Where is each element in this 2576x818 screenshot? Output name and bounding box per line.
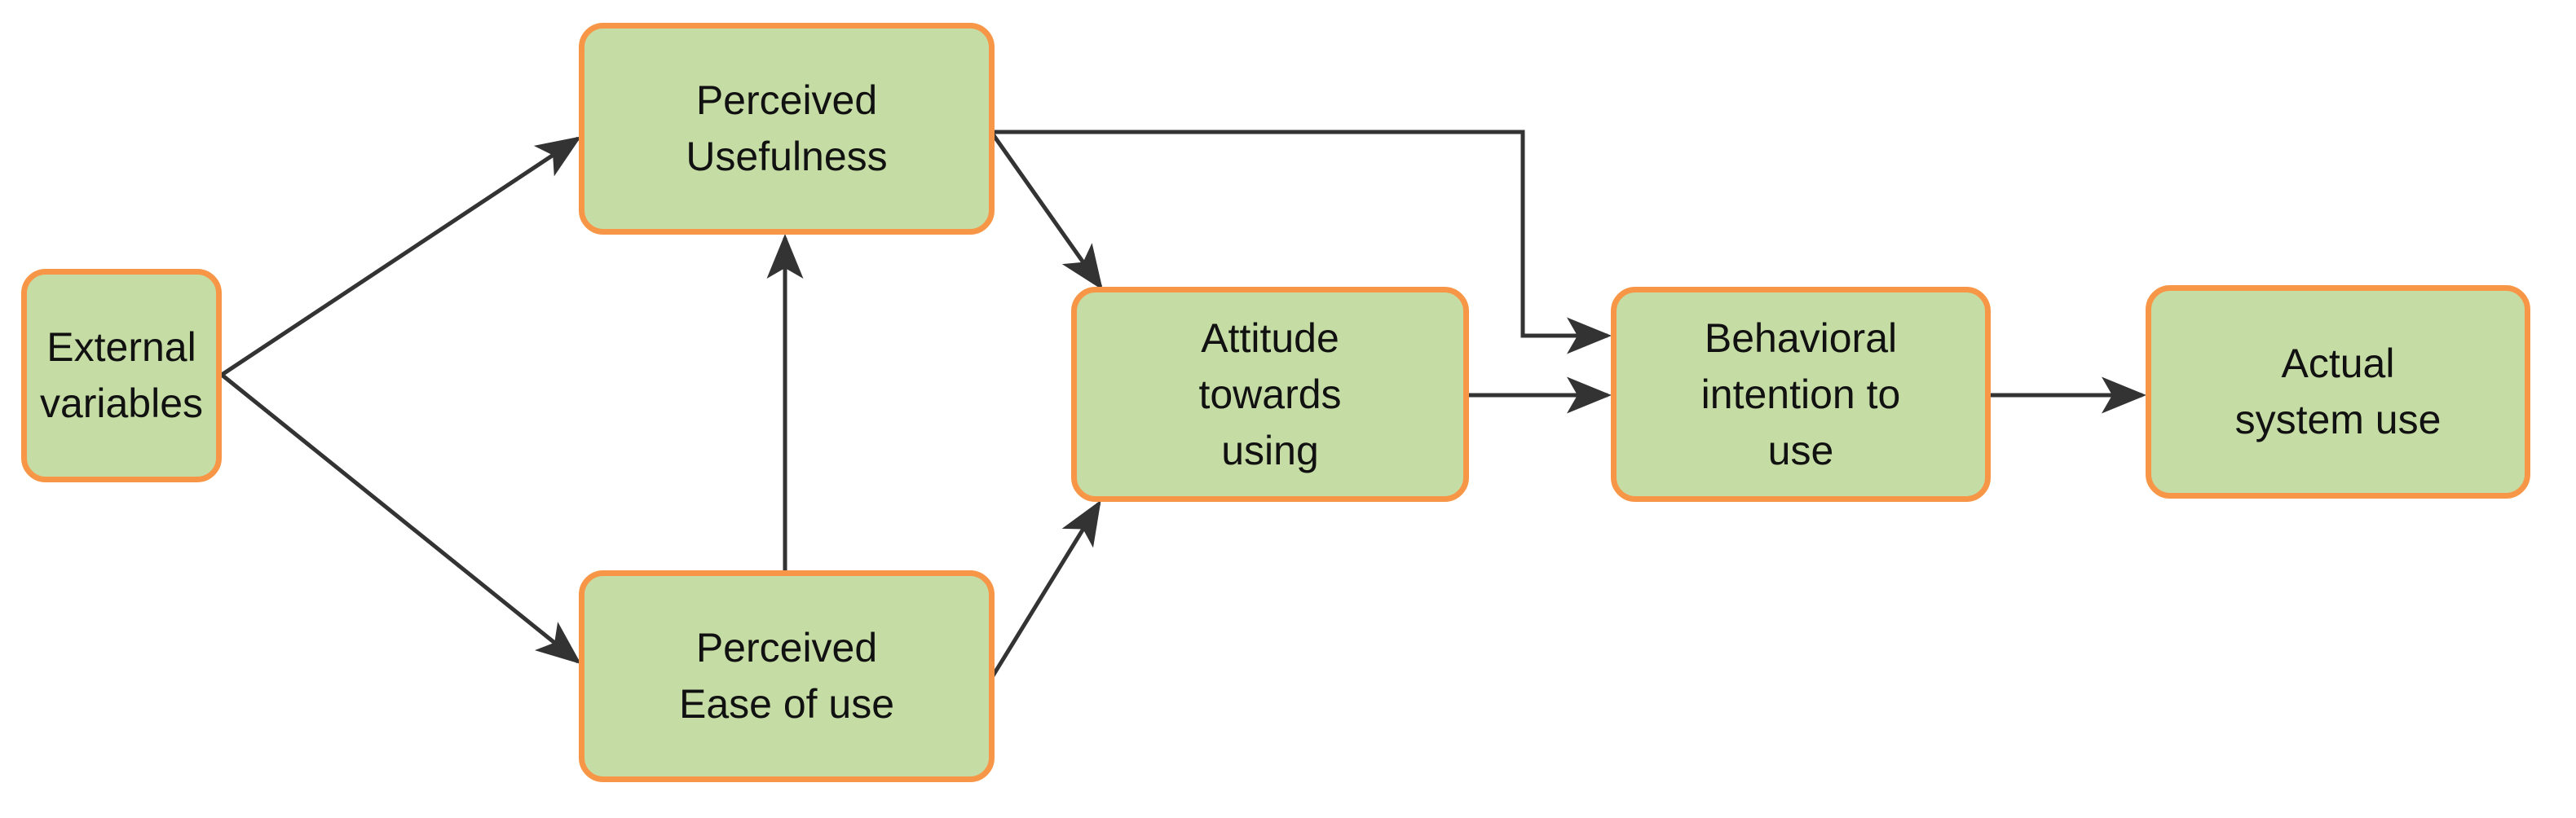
edge-ease-to-attitude	[987, 499, 1101, 683]
node-label-attitude-towards-using: Attitude towards using	[1198, 314, 1342, 473]
node-label-actual-system-use: Actual system use	[2234, 341, 2441, 442]
edge-external-to-usefulness	[220, 136, 582, 377]
edge-usefulness-to-attitude	[989, 130, 1103, 291]
node-perceived-ease-of-use[interactable]: Perceived Ease of use	[579, 570, 995, 782]
node-external-variables[interactable]: External variables	[21, 269, 222, 482]
node-label-perceived-ease-of-use: Perceived Ease of use	[678, 625, 895, 727]
node-label-behavioral-intention-to-use: Behavioral intention to use	[1700, 314, 1901, 473]
node-behavioral-intention-to-use[interactable]: Behavioral intention to use	[1611, 287, 1991, 502]
node-label-external-variables: External variables	[39, 324, 204, 426]
node-attitude-towards-using[interactable]: Attitude towards using	[1071, 287, 1469, 502]
node-actual-system-use[interactable]: Actual system use	[2146, 285, 2530, 499]
node-perceived-usefulness[interactable]: Perceived Usefulness	[579, 23, 995, 235]
node-label-perceived-usefulness: Perceived Usefulness	[686, 77, 888, 179]
edge-external-to-ease	[220, 373, 581, 665]
